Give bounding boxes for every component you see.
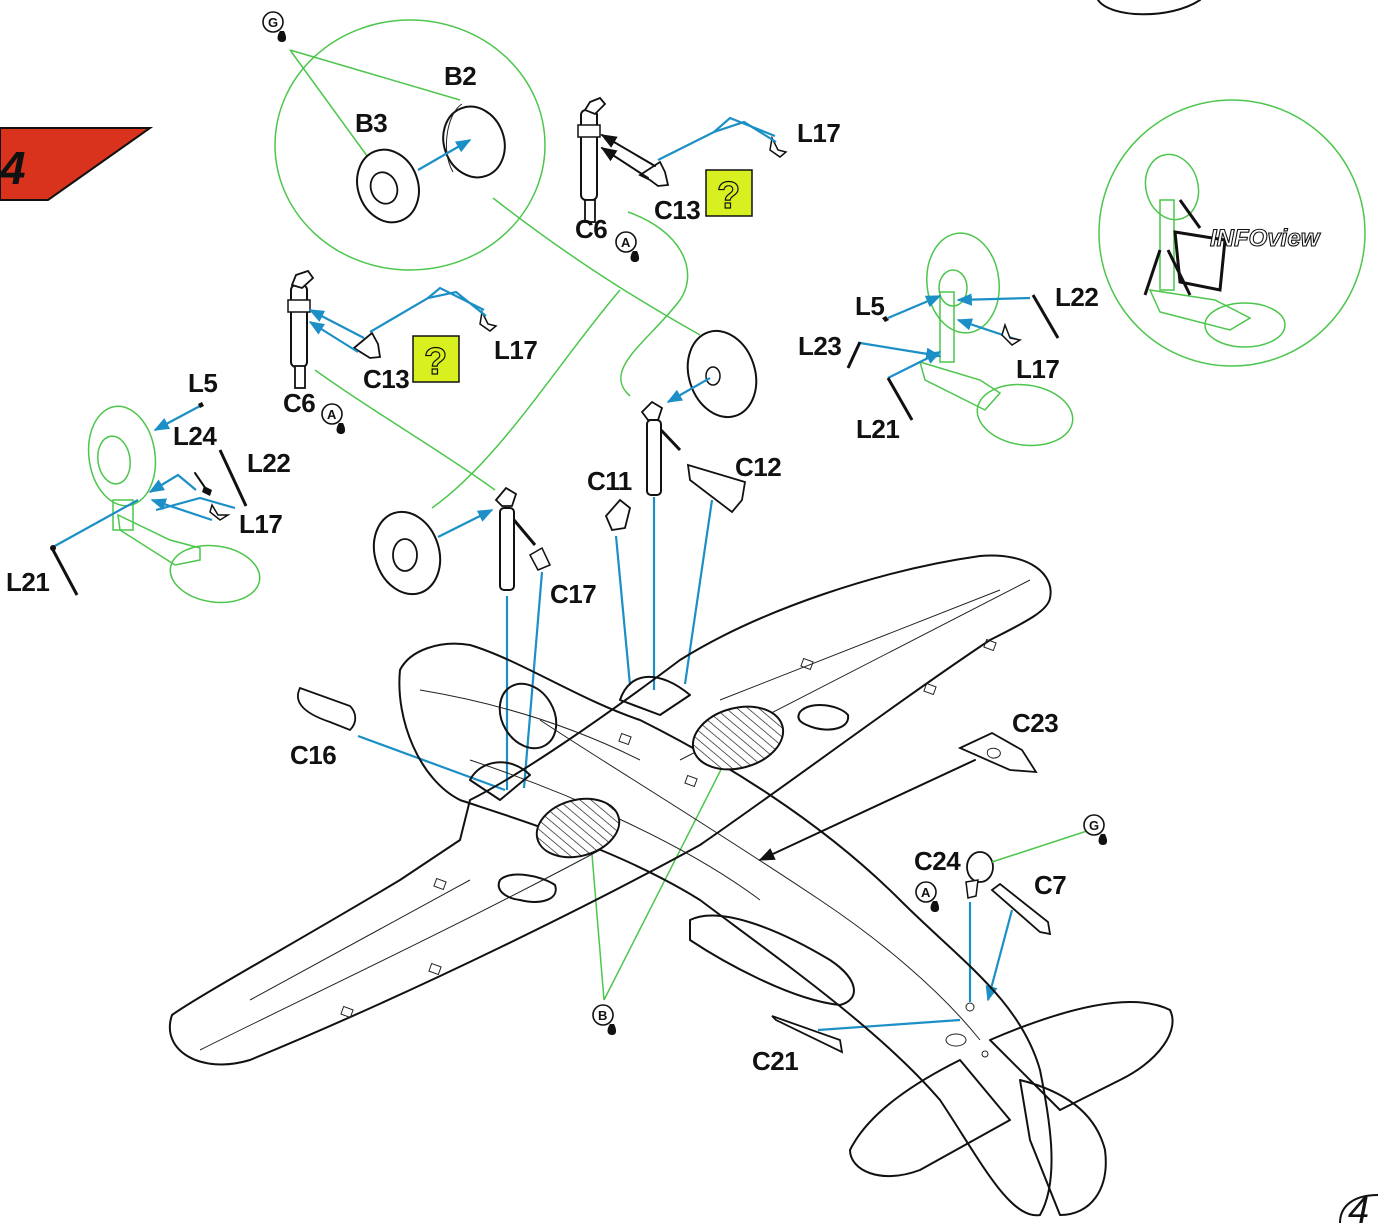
label-l17-top: L17 xyxy=(797,118,840,148)
left-gear-detail: L5 L24 L22 L17 L21 xyxy=(6,368,291,604)
svg-text:?: ? xyxy=(717,175,740,217)
page-number: 4 xyxy=(1348,1190,1369,1223)
part-c23: C23 xyxy=(758,708,1059,861)
label-l17-left: L17 xyxy=(239,509,282,539)
label-c13-top: C13 xyxy=(654,195,700,225)
strut-right xyxy=(640,400,682,690)
part-c7: C7 xyxy=(985,870,1067,1002)
part-c16: C16 xyxy=(290,686,506,792)
page-number-badge xyxy=(1339,1194,1378,1223)
question-mark-icon: ? xyxy=(412,335,460,384)
part-c11: C11 xyxy=(587,466,632,686)
aircraft-underside xyxy=(169,554,1174,1217)
step-number: 4 xyxy=(0,142,26,194)
right-gear-detail: L5 L22 L23 L17 L21 xyxy=(798,232,1099,447)
strut-assembly-middle: L17 C13 C6 A ? xyxy=(283,269,538,435)
label-c16: C16 xyxy=(290,740,336,770)
glue-marker-g-right: G xyxy=(1089,818,1099,833)
question-mark-icon: ? xyxy=(705,169,753,218)
part-c24: C24 xyxy=(914,829,1091,1002)
label-l22-left: L22 xyxy=(247,448,290,478)
label-c13-mid: C13 xyxy=(363,364,409,394)
svg-text:?: ? xyxy=(424,341,447,383)
strut-left xyxy=(494,486,537,790)
label-c12: C12 xyxy=(735,452,781,482)
label-l17-mid: L17 xyxy=(494,335,537,365)
label-c11: C11 xyxy=(587,466,632,496)
label-l17-right: L17 xyxy=(1016,354,1059,384)
label-l5-left: L5 xyxy=(188,368,217,398)
label-l21-left: L21 xyxy=(6,567,49,597)
wheel-detail-callout: B2 B3 G xyxy=(262,11,546,271)
step-number-badge: 4 xyxy=(0,127,154,201)
label-c6-mid: C6 xyxy=(283,388,315,418)
label-l21-right: L21 xyxy=(856,414,899,444)
infoview-callout: INFOview xyxy=(1098,99,1366,367)
label-c23: C23 xyxy=(1012,708,1058,738)
strut-assembly-top: L17 C13 C6 A ? xyxy=(575,96,841,263)
label-b2: B2 xyxy=(444,61,476,91)
glue-marker-b: B xyxy=(598,1008,607,1023)
previous-step-callout xyxy=(1097,0,1201,16)
label-b3: B3 xyxy=(355,108,387,138)
glue-marker-g-top: G xyxy=(268,15,278,30)
glue-marker-a-top: A xyxy=(621,235,631,250)
glue-marker-a-right: A xyxy=(921,885,931,900)
label-c6-top: C6 xyxy=(575,214,607,244)
infoview-label: INFOview xyxy=(1210,225,1321,252)
label-l24: L24 xyxy=(173,421,217,451)
wheel-left xyxy=(372,509,494,596)
label-c21: C21 xyxy=(752,1046,798,1076)
label-l5-right: L5 xyxy=(855,291,884,321)
glue-marker-a-mid: A xyxy=(327,407,337,422)
panel-details xyxy=(340,638,997,1058)
wheel-right xyxy=(666,329,758,419)
label-c7: C7 xyxy=(1034,870,1066,900)
label-l22-right: L22 xyxy=(1055,282,1098,312)
label-c24: C24 xyxy=(914,846,961,876)
wheel-hub-b3 xyxy=(356,148,420,224)
part-c21: C21 xyxy=(752,1015,961,1076)
wheel-hub-b2 xyxy=(442,103,506,179)
part-c17: C17 xyxy=(522,546,597,789)
label-c17: C17 xyxy=(550,579,596,609)
label-l23: L23 xyxy=(798,331,841,361)
